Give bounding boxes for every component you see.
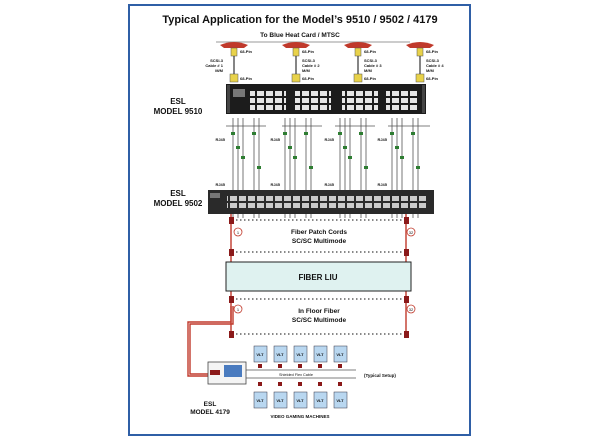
fiber-patch-label: Fiber Patch Cords xyxy=(291,229,347,236)
pin-label: 68-Pin xyxy=(240,76,253,81)
vlt-machine xyxy=(293,345,308,363)
diagram-subtitle: To Blue Heat Card / MTSC xyxy=(260,32,340,39)
vlt-label: VLT xyxy=(296,398,304,403)
fiber-liu-label: FIBER LIU xyxy=(298,273,337,282)
cable-label: Cable # 4 xyxy=(426,63,444,68)
model-9502-label: ESL xyxy=(170,189,186,198)
vlt-machine xyxy=(333,391,348,409)
cable-label: SCSI-3 xyxy=(426,58,440,63)
marker-32 xyxy=(406,304,416,314)
in-floor-label: SC/SC Multimode xyxy=(292,317,347,324)
cable-label: M/M xyxy=(215,68,223,73)
model-4179-device xyxy=(207,361,247,385)
vlt-label: VLT xyxy=(316,352,324,357)
rj45-label: RJ45 xyxy=(324,182,334,187)
pin-label: 68-Pin xyxy=(302,49,315,54)
rj45-label: RJ45 xyxy=(377,137,387,142)
vlt-machine xyxy=(253,345,268,363)
model-9510-panel xyxy=(226,84,426,114)
marker-label: 1 xyxy=(237,307,240,312)
pin-label: 68-Pin xyxy=(426,49,439,54)
vlt-machine xyxy=(333,345,348,363)
pin-label: 68-Pin xyxy=(240,49,253,54)
cable-label: M/M xyxy=(426,68,434,73)
fiber-patch-label: SC/SC Multimode xyxy=(292,238,347,245)
scsi-connector-4 xyxy=(406,42,434,83)
vlt-machine xyxy=(273,391,288,409)
marker-1 xyxy=(233,227,243,237)
model-9510-label: ESL xyxy=(170,97,186,106)
model-9502-label: MODEL 9502 xyxy=(154,199,203,208)
cable-label: Cable # 1 xyxy=(205,63,223,68)
in-floor-label: In Floor Fiber xyxy=(298,308,340,315)
vlt-machine xyxy=(273,345,288,363)
vlt-machine xyxy=(313,391,328,409)
pin-label: 68-Pin xyxy=(364,49,377,54)
rj45-label: RJ45 xyxy=(377,182,387,187)
scsi-connector-2 xyxy=(282,42,310,83)
cable-label: M/M xyxy=(364,68,372,73)
vlt-machine xyxy=(313,345,328,363)
marker-label: 1 xyxy=(237,230,240,235)
vlt-label: VLT xyxy=(336,398,344,403)
video-gaming-label: VIDEO GAMING MACHINES xyxy=(270,414,329,419)
vlt-label: VLT xyxy=(296,352,304,357)
model-4179-label: ESL xyxy=(204,401,217,408)
vlt-bottom-row xyxy=(253,391,348,409)
shielded-cable-label: Shielded Flex Cable xyxy=(279,373,313,377)
vlt-label: VLT xyxy=(256,398,264,403)
pin-label: 68-Pin xyxy=(426,76,439,81)
marker-32 xyxy=(406,227,416,237)
vlt-machine xyxy=(253,391,268,409)
marker-label: 32 xyxy=(409,230,414,235)
scsi-connector-3 xyxy=(344,42,372,83)
marker-1 xyxy=(233,304,243,314)
model-9502-panel xyxy=(208,190,434,214)
scsi-connector-1 xyxy=(220,42,248,83)
pin-label: 68-Pin xyxy=(302,76,315,81)
vlt-label: VLT xyxy=(256,352,264,357)
vlt-label: VLT xyxy=(276,352,284,357)
cable-label: Cable # 2 xyxy=(302,63,320,68)
cable-label: SCSI-3 xyxy=(302,58,316,63)
diagram-frame: Typical Application for the Model’s 9510… xyxy=(128,4,471,436)
cable-label: SCSI-3 xyxy=(364,58,378,63)
cable-label: SCSI-3 xyxy=(210,58,224,63)
model-9510-label: MODEL 9510 xyxy=(154,107,203,116)
cable-label: M/M xyxy=(302,68,310,73)
fiber-liu-box xyxy=(225,261,412,292)
vlt-label: VLT xyxy=(336,352,344,357)
pin-label: 68-Pin xyxy=(364,76,377,81)
rj45-label: RJ45 xyxy=(324,137,334,142)
vlt-label: VLT xyxy=(316,398,324,403)
rj45-label: RJ45 xyxy=(270,137,280,142)
vlt-label: VLT xyxy=(276,398,284,403)
model-4179-label: MODEL 4179 xyxy=(190,409,230,416)
rj45-label: RJ45 xyxy=(215,182,225,187)
cable-label: Cable # 3 xyxy=(364,63,382,68)
diagram-title: Typical Application for the Model’s 9510… xyxy=(162,14,437,26)
marker-label: 32 xyxy=(409,307,414,312)
typical-setup-label: (Typical Setup) xyxy=(364,373,396,378)
rj45-label: RJ45 xyxy=(270,182,280,187)
vlt-machine xyxy=(293,391,308,409)
rj45-label: RJ45 xyxy=(215,137,225,142)
application-diagram: Typical Application for the Model’s 9510… xyxy=(154,14,445,419)
vlt-top-row xyxy=(253,345,348,363)
